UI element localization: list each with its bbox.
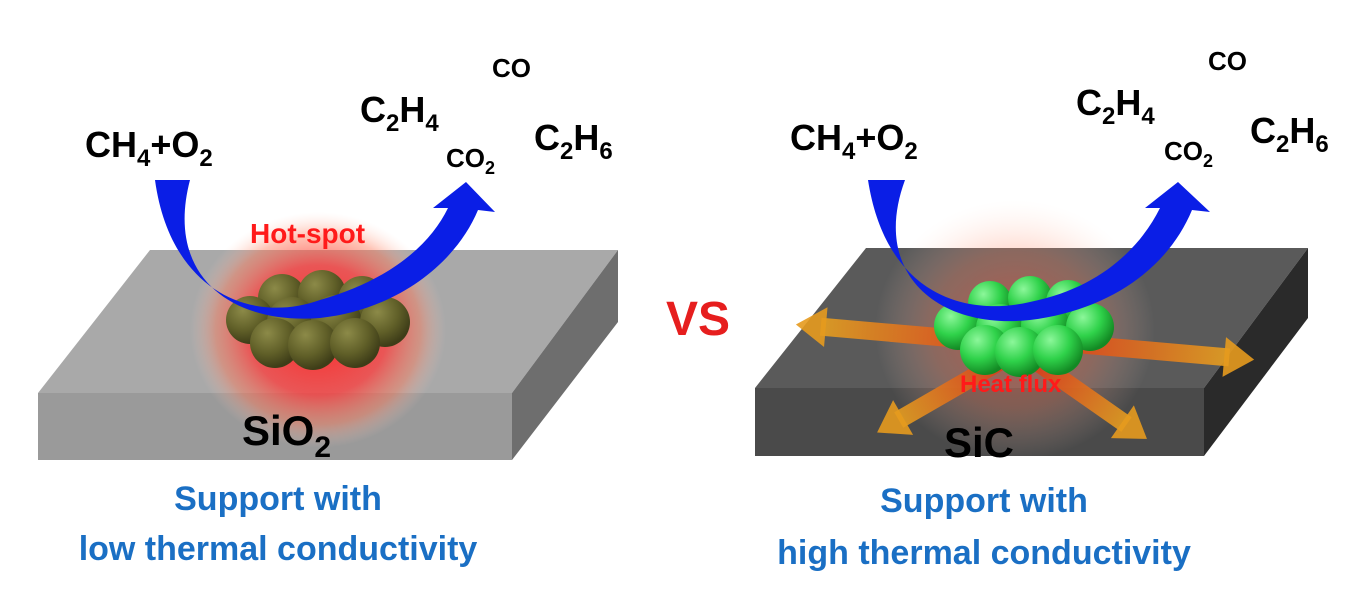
caption-line-2: high thermal conductivity — [777, 534, 1191, 572]
support-label-sic: SiC — [944, 419, 1014, 466]
particle — [995, 327, 1045, 377]
reactants-formula: CH4+O2 — [85, 124, 213, 172]
particle — [1033, 325, 1083, 375]
sic-slab-side — [1204, 248, 1308, 456]
vs-label: VS — [666, 293, 730, 346]
product-co: CO — [492, 53, 531, 83]
right-panel: CH4+O2 CO C2H4 CO2 C2H6 Heat flux SiC Su… — [755, 46, 1329, 572]
reactants-formula: CH4+O2 — [790, 117, 918, 165]
heat-arrow-head — [877, 400, 914, 435]
product-co: CO — [1208, 46, 1247, 76]
caption-line-2: low thermal conductivity — [79, 530, 478, 568]
particle — [288, 320, 338, 370]
sio2-slab-side — [512, 250, 618, 460]
support-label-sio2: SiO2 — [242, 407, 331, 464]
heat-arrow-head — [1110, 405, 1147, 439]
product-c2h4: C2H4 — [1076, 82, 1155, 130]
product-c2h6: C2H6 — [1250, 110, 1329, 158]
reaction-arrow — [868, 180, 1210, 322]
product-co2: CO2 — [1164, 136, 1213, 171]
product-c2h6: C2H6 — [534, 117, 613, 165]
reaction-arrow — [155, 180, 495, 319]
product-co2: CO2 — [446, 143, 495, 178]
heat-arrow-head — [795, 307, 828, 348]
heat-flux-label: Heat flux — [960, 371, 1062, 398]
hot-spot-label: Hot-spot — [250, 218, 365, 249]
product-c2h4: C2H4 — [360, 89, 439, 137]
left-panel: CH4+O2 CO C2H4 CO2 C2H6 Hot-spot SiO2 Su… — [38, 53, 618, 568]
particle — [250, 318, 300, 368]
heat-arrow-head — [1222, 337, 1255, 377]
caption-line-1: Support with — [174, 480, 382, 518]
particle — [330, 318, 380, 368]
caption-line-1: Support with — [880, 482, 1088, 520]
